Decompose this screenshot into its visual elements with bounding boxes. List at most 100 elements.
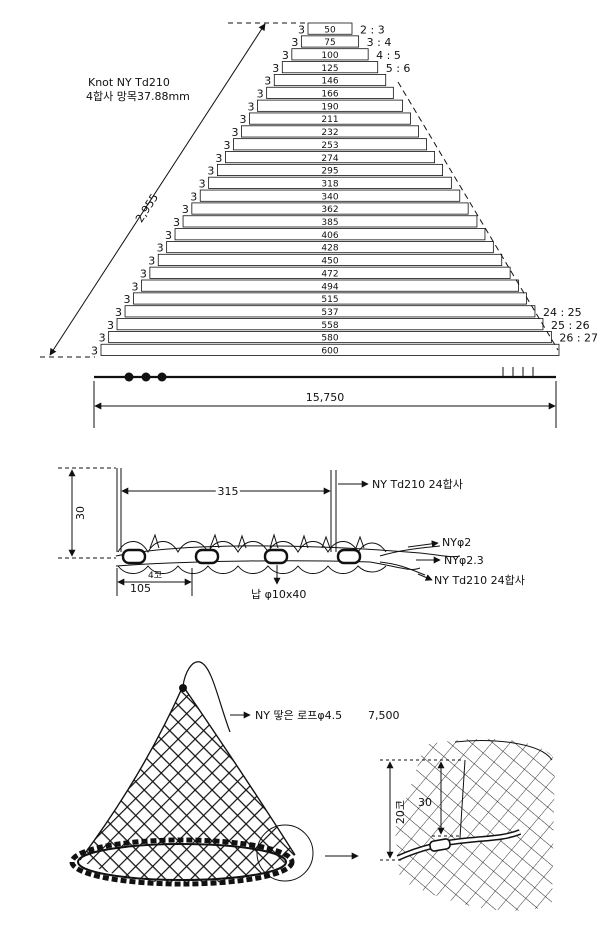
- sinker-dot: [124, 372, 134, 382]
- panel-row-count: 3: [298, 23, 305, 36]
- pocket-height: 30: [418, 796, 432, 809]
- panel-row-value: 537: [321, 308, 338, 318]
- panel-row-count: 3: [190, 190, 197, 203]
- panel-row-ratio: 5 : 6: [386, 62, 411, 75]
- panel-row-count: 3: [215, 152, 222, 165]
- panel-row-count: 3: [173, 216, 180, 229]
- panel-row-value: 50: [324, 25, 336, 35]
- panel-row: 211 3: [239, 112, 411, 126]
- panel-row-value: 125: [321, 64, 338, 74]
- panel-row-bar: [266, 86, 394, 99]
- panel-row-count: 3: [165, 229, 172, 242]
- detail-rope-bottom: NY Td210 24합사: [434, 574, 525, 587]
- detail-twine: NY Td210 24합사: [372, 478, 463, 491]
- panel-row: 318 3: [199, 176, 452, 190]
- panel-row-ratio: 24 : 25: [543, 306, 582, 319]
- pocket-sinker: [429, 838, 451, 852]
- net-spec-line1: Knot NY Td210: [88, 76, 170, 89]
- right-edge-dash: [397, 81, 559, 351]
- panel-row-value: 362: [321, 205, 338, 215]
- panel-row-bar: [273, 74, 387, 87]
- panel-row-ratio: 4 : 5: [376, 49, 401, 62]
- panel-row-count: 3: [115, 306, 122, 319]
- panel-row-value: 558: [321, 321, 338, 331]
- footrope-segment-inner: [397, 830, 521, 860]
- panel-row: 274 3: [215, 151, 435, 165]
- sinker-dot: [141, 372, 151, 382]
- panel-row-ratio: 26 : 27: [559, 332, 598, 345]
- rope-bottom-leader: [417, 573, 433, 581]
- panel-row: 472 3: [140, 266, 511, 280]
- panel-row-count: 3: [282, 49, 289, 62]
- pocket-mesh: [395, 738, 555, 911]
- panel-row-value: 318: [321, 179, 338, 189]
- panel-row-count: 3: [247, 100, 254, 113]
- panel-row-value: 428: [321, 244, 338, 254]
- panel-row-count: 3: [91, 345, 98, 358]
- panel-row-value: 274: [321, 154, 338, 164]
- panel-row: 600 3: [91, 343, 560, 358]
- panel-row-value: 472: [321, 269, 338, 279]
- panel-row-count: 3: [148, 255, 155, 268]
- panel-row-ratio: 2 : 3: [360, 23, 385, 36]
- panel-row-bar: [281, 61, 379, 74]
- panel-row-count: 3: [231, 126, 238, 139]
- panel-row: 253 3: [223, 138, 427, 152]
- panel-row-count: 3: [257, 88, 264, 101]
- panel-row: 450 3: [148, 253, 503, 268]
- pocket-bridle: [459, 759, 466, 839]
- panel-row-count: 3: [157, 242, 164, 255]
- detail-pitch: 105: [130, 582, 151, 595]
- panel-row-count: 3: [123, 293, 130, 306]
- slant-length: 2,955: [133, 191, 161, 224]
- panel-row-count: 3: [99, 332, 106, 345]
- lead-sinker: [336, 548, 362, 565]
- panel-row: 385 3: [173, 215, 478, 229]
- panel-row-count: 3: [223, 139, 230, 152]
- detail-rope-mid: NYφ2.3: [444, 554, 484, 567]
- panel-row-value: 166: [321, 90, 338, 100]
- detail-spacing: 315: [218, 485, 239, 498]
- panel-row: 50 3 2 : 3: [298, 22, 385, 36]
- detail-callout-circle: [256, 824, 314, 882]
- panel-row-count: 3: [199, 177, 206, 190]
- panel-row-value: 211: [321, 115, 338, 125]
- panel-row-value: 600: [321, 347, 338, 357]
- panel-row-count: 3: [239, 113, 246, 126]
- net-spec-line2: 4합사 망목37.88mm: [86, 90, 190, 103]
- footrope-body: [115, 533, 461, 576]
- pocket-mesh-count: 20코: [394, 800, 407, 824]
- detail-sinker: 납 φ10x40: [251, 588, 306, 601]
- panel-row-ratio: 25 : 26: [551, 319, 590, 332]
- panel-row-bar: [307, 22, 353, 35]
- panel-row-count: 3: [182, 203, 189, 216]
- panel-row: 428 3: [157, 241, 494, 255]
- panel-row-value: 385: [321, 218, 338, 228]
- panel-row-count: 3: [140, 267, 147, 280]
- lead-ring-inner: [77, 843, 287, 881]
- panel-row-value: 295: [321, 167, 338, 177]
- panel-row-value: 190: [321, 102, 338, 112]
- rope-top-leader: [407, 540, 439, 548]
- panel-row-value: 580: [321, 334, 338, 344]
- lead-sinker: [263, 548, 289, 565]
- panel-row-value: 450: [321, 257, 338, 267]
- panel-row-count: 3: [207, 165, 214, 178]
- panel-row-count: 3: [291, 36, 298, 49]
- panel-row-count: 3: [107, 319, 114, 332]
- panel-row-value: 253: [321, 141, 338, 151]
- cast-net-illustration: NY 땋은 로프φ4.5 7,500 20코 30: [69, 661, 555, 911]
- detail-rope-top: NYφ2: [442, 536, 471, 549]
- lead-sinker: [194, 548, 220, 565]
- pocket-outline: [454, 740, 553, 761]
- lead-ring: [69, 837, 295, 887]
